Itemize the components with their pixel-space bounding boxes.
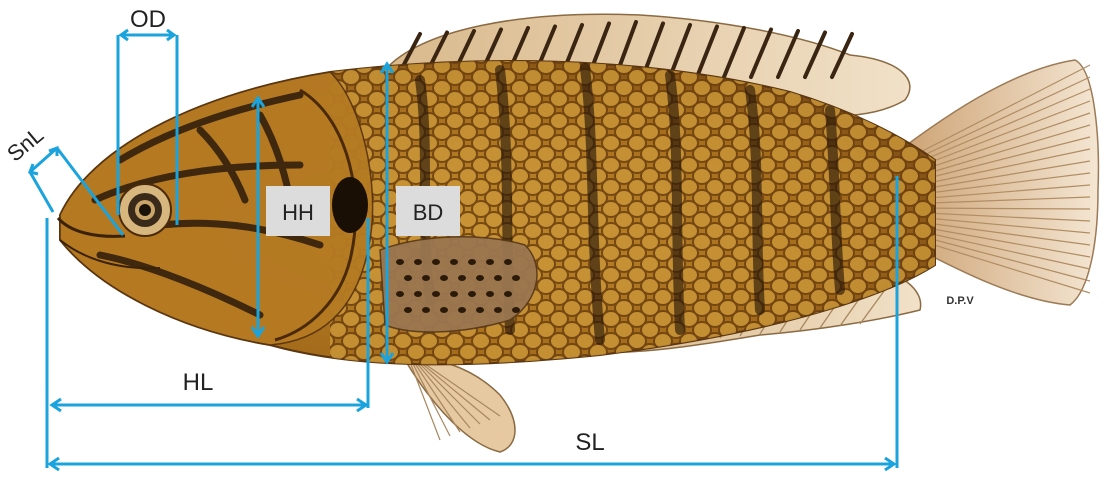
label-hl: HL	[183, 369, 214, 396]
pectoral-fin	[380, 237, 537, 332]
fin-spot	[440, 275, 448, 281]
fin-spot	[468, 259, 476, 265]
fin-spot	[432, 291, 440, 297]
artist-signature: D.P.V	[946, 295, 974, 307]
fin-spot	[458, 275, 466, 281]
fin-spot	[414, 259, 422, 265]
fin-spot	[476, 275, 484, 281]
fin-spot	[512, 307, 520, 313]
fin-spot	[450, 291, 458, 297]
fin-spot	[440, 307, 448, 313]
fin-spot	[396, 291, 404, 297]
fin-spot	[422, 275, 430, 281]
fin-spot	[414, 291, 422, 297]
label-hh: HH	[282, 200, 314, 225]
fin-spot	[486, 259, 494, 265]
fin-spot	[458, 307, 466, 313]
fin-spot	[504, 259, 512, 265]
fin-spot	[512, 275, 520, 281]
fin-spot	[476, 307, 484, 313]
label-sl: SL	[575, 429, 604, 456]
fin-spot	[396, 259, 404, 265]
fin-spot	[504, 291, 512, 297]
fin-spot	[494, 307, 502, 313]
label-od: OD	[130, 6, 166, 33]
pelvic-fin	[405, 359, 515, 452]
fin-spot	[450, 259, 458, 265]
fin-spot	[432, 259, 440, 265]
fish-illustration	[58, 14, 1098, 452]
fin-spot	[468, 291, 476, 297]
label-bd: BD	[413, 200, 444, 225]
label-snl: SnL	[2, 122, 48, 166]
fin-spot	[422, 307, 430, 313]
fish-eye	[119, 184, 171, 236]
fin-spot	[404, 275, 412, 281]
fin-spot	[494, 275, 502, 281]
fin-spot	[486, 291, 494, 297]
fin-spot	[404, 307, 412, 313]
